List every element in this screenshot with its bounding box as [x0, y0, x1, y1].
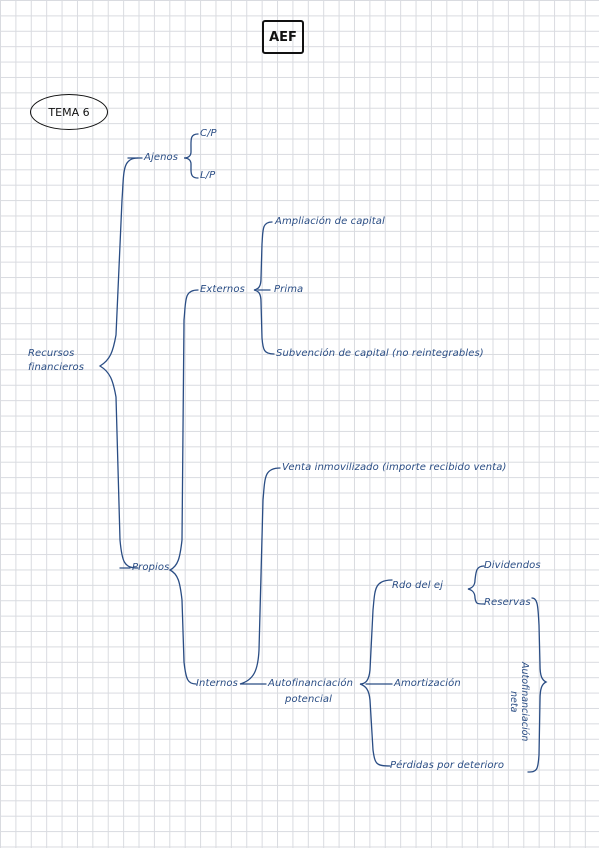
brace-internos [239, 467, 281, 685]
node-lp: L/P [200, 170, 216, 181]
node-root-line1: Recursos [28, 348, 75, 359]
node-propios: Propios [132, 562, 170, 573]
node-perdidas: Pérdidas por deterioro [390, 760, 505, 771]
node-internos: Internos [196, 678, 238, 689]
node-ampliacion: Ampliación de capital [275, 216, 385, 227]
brace-externos [253, 221, 275, 355]
node-autofin-neta: Autofinanciación neta [508, 662, 530, 741]
node-autofin-neta-line2: neta [508, 691, 519, 713]
node-rdo: Rdo del ej [392, 580, 443, 591]
brace-autofin [359, 579, 393, 767]
topic-ellipse: TEMA 6 [30, 94, 108, 130]
node-autofin-line1: Autofinanciación [268, 678, 354, 689]
node-reservas: Reservas [484, 597, 531, 608]
node-ajenos: Ajenos [144, 152, 179, 163]
node-venta: Venta inmovilizado (importe recibido ven… [282, 462, 507, 473]
node-autofin-line2: potencial [285, 694, 332, 705]
node-cp: C/P [200, 128, 217, 139]
topic-label: TEMA 6 [48, 105, 90, 119]
node-amortizacion: Amortización [394, 678, 461, 689]
title-box: AEF [262, 20, 304, 54]
brace-root [98, 157, 139, 569]
brace-rdo [467, 565, 485, 605]
node-autofin-neta-line1: Autofinanciación [519, 662, 530, 742]
node-dividendos: Dividendos [484, 560, 541, 571]
node-subvencion: Subvención de capital (no reintegrables) [276, 348, 484, 359]
node-root-line2: financieros [28, 362, 85, 373]
brace-propios [168, 289, 199, 685]
brace-autofin-neta [527, 597, 548, 773]
node-prima: Prima [274, 284, 304, 295]
brace-ajenos [183, 133, 199, 179]
node-externos: Externos [200, 284, 245, 295]
page-title: AEF [269, 29, 297, 45]
